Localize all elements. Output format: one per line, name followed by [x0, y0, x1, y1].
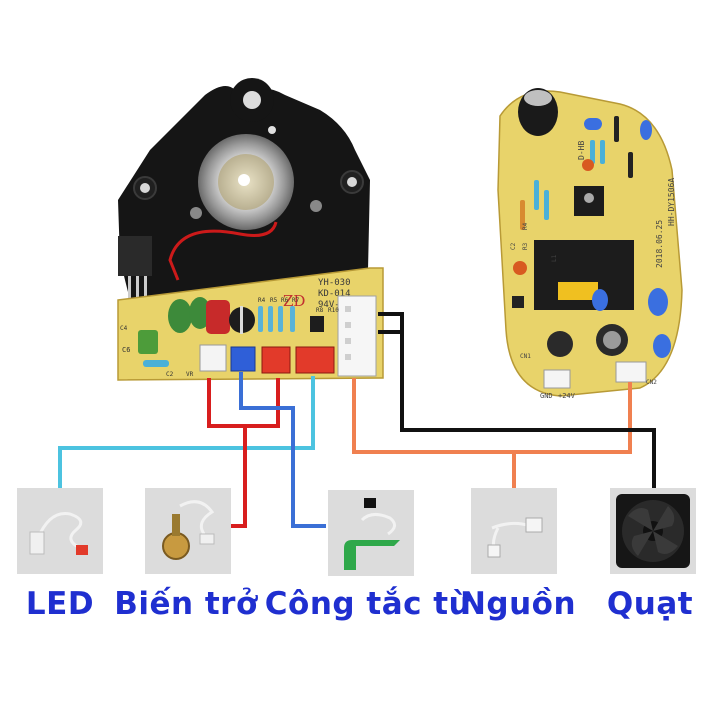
psu-connector-2	[615, 361, 647, 383]
label-bien-tro: Biến trở	[114, 586, 258, 622]
pcb-mark-r4: R4	[258, 297, 266, 304]
pcb-mark-vr: VR	[186, 371, 194, 378]
led-tile	[17, 488, 103, 574]
psu-mark-gnd: GND	[540, 392, 553, 400]
wire-potentiometer	[207, 378, 280, 528]
wire-led	[58, 376, 315, 490]
label-cong-tac-tu: Công tắc từ	[264, 586, 472, 622]
connector-red-1	[261, 346, 291, 374]
psu-mark-model: HH-DY1506A	[667, 178, 676, 226]
pcb-mark-r10: R10	[328, 307, 339, 314]
psu-mark-cn1: CN1	[520, 353, 531, 360]
connector-blue	[230, 346, 256, 372]
mount-hole	[243, 91, 261, 109]
label-quat: Quạt	[606, 586, 694, 622]
psu-mark-date: 2018.06.25	[655, 220, 664, 268]
label-nguon: Nguồn	[459, 586, 577, 622]
psu-connector-1	[543, 369, 571, 389]
pcb-mark-r6: R6	[281, 297, 289, 304]
wire-reed-switch	[239, 372, 326, 528]
connector-white-1	[199, 344, 227, 372]
reed-switch-icon	[344, 540, 400, 570]
connector-red-2	[295, 346, 335, 374]
psu-mark-l1: L1	[551, 254, 558, 262]
psu-mark-24v: +24V	[558, 392, 576, 400]
psu-mark-r4: R4	[522, 222, 529, 230]
pcb-mark-r8: R8	[316, 307, 324, 314]
pcb-mark-r5: R5	[270, 297, 278, 304]
psu-mark-c2: C2	[510, 242, 517, 250]
psu-mark-dhb: D-HB	[577, 141, 586, 160]
pcb-mark-r7: R7	[292, 297, 300, 304]
power-cable-tile	[471, 488, 557, 574]
power-supply-board: 2018.06.25 HH-DY1506A GND +24V D-HB C2 R…	[497, 88, 683, 400]
fan-tile	[610, 488, 696, 574]
pcb-mark-c4: C4	[120, 325, 128, 332]
psu-mark-r3: R3	[522, 242, 529, 250]
pcb-mark-3: 94V-0	[318, 300, 345, 310]
pcb-mark-c2: C2	[166, 371, 174, 378]
led-cable-icon	[36, 512, 83, 550]
pcb-mark-1: YH-030	[318, 278, 351, 288]
connector-white-2	[337, 295, 377, 377]
psu-mark-cn2: CN2	[646, 379, 657, 386]
potentiometer-icon	[162, 532, 190, 560]
label-led: LED	[25, 586, 95, 622]
reed-switch-tile	[328, 490, 414, 576]
wire-power	[352, 378, 632, 490]
pcb-logo: ZD	[283, 292, 305, 310]
pcb-mark-c6: C6	[122, 346, 130, 354]
pcb-mark-2: KD-014	[318, 289, 351, 299]
potentiometer-tile	[145, 488, 231, 574]
atomizer-module: YH-030 KD-014 94V-0 ZD R4 R5 R6 R	[117, 78, 384, 381]
